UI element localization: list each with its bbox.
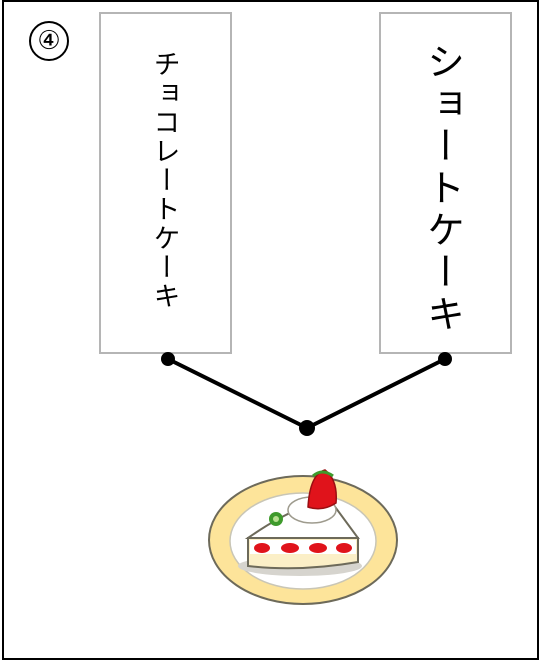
connecting-line-right bbox=[305, 357, 447, 430]
choice-label: ショートケーキ bbox=[420, 42, 465, 336]
choice-card-chocolate-cake[interactable]: チョコレートケーキ bbox=[99, 12, 232, 354]
question-number: ④ bbox=[29, 21, 69, 61]
endpoint-dot-right[interactable] bbox=[438, 352, 452, 366]
choice-card-shortcake[interactable]: ショートケーキ bbox=[379, 12, 512, 354]
choice-label: チョコレートケーキ bbox=[148, 50, 180, 311]
strawberry-shortcake-icon bbox=[208, 469, 398, 605]
endpoint-dot-left[interactable] bbox=[161, 352, 175, 366]
endpoint-dot-center[interactable] bbox=[299, 420, 315, 436]
connecting-line-left bbox=[166, 357, 309, 430]
